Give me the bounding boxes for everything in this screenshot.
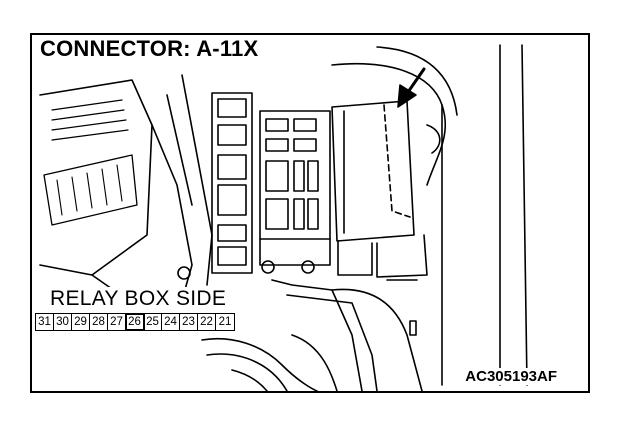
harness-connector — [201, 279, 423, 391]
relay-box-side-label: RELAY BOX SIDE — [48, 287, 229, 311]
pin-21: 21 — [218, 316, 232, 328]
connector-pin-row: 31 30 29 28 27 26 25 24 23 22 21 — [35, 313, 235, 331]
connector-title: CONNECTOR: A-11X — [38, 36, 263, 62]
pin-27: 27 — [108, 314, 126, 330]
diagram-frame: CONNECTOR: A-11X RELAY BOX SIDE 31 30 29… — [30, 33, 590, 393]
pin-30: 30 — [54, 314, 72, 330]
pin-23: 23 — [180, 314, 198, 330]
relay-box-line-drawing — [39, 44, 528, 391]
pin-26-highlighted: 26 — [125, 313, 145, 331]
pin-22: 22 — [198, 314, 216, 330]
figure-code: AC305193AF — [462, 368, 560, 385]
relay-housing — [331, 100, 428, 281]
pin-24: 24 — [162, 314, 180, 330]
pin-31: 31 — [36, 314, 54, 330]
left-ribbed-panel — [39, 74, 213, 311]
fuse-block — [211, 92, 331, 274]
pin-28: 28 — [90, 314, 108, 330]
pin-29: 29 — [72, 314, 90, 330]
pointer-arrow — [397, 67, 426, 108]
pin-25: 25 — [144, 314, 162, 330]
